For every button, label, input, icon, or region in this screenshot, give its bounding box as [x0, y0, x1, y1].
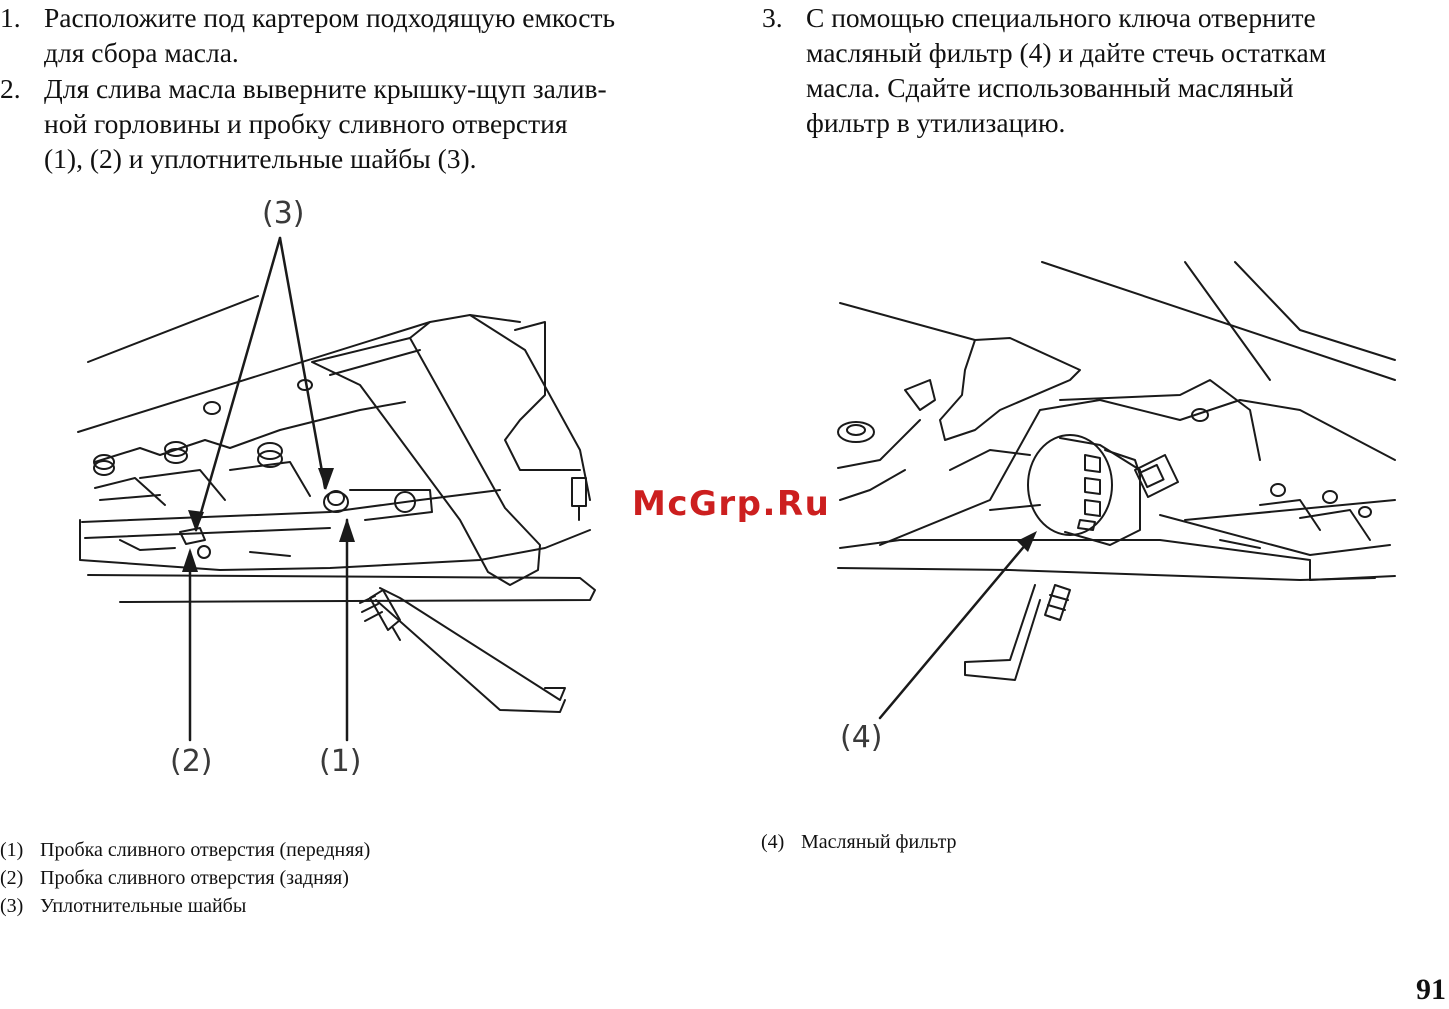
callout-2: (2) — [170, 744, 213, 779]
caption-number: (3) — [0, 895, 24, 917]
caption-1: (1) Пробка сливного отверстия (передняя) — [0, 836, 370, 864]
callout-1: (1) — [319, 744, 362, 779]
step-line: масла. Сдайте использованный масляный — [806, 72, 1294, 103]
step-line: фильтр в утилизацию. — [806, 107, 1066, 138]
caption-text: Пробка сливного отверстия (передняя) — [40, 839, 371, 861]
step-line: ной горловины и пробку сливного отверсти… — [44, 108, 568, 139]
caption-number: (1) — [0, 839, 24, 861]
caption-text: Масляный фильтр — [801, 831, 957, 853]
step-line: масляный фильтр (4) и дайте стечь остатк… — [806, 37, 1327, 68]
step-line: для сбора масла. — [44, 37, 239, 68]
step-line: С помощью специального ключа отверните — [806, 2, 1316, 33]
step-text: Для слива масла выверните крышку-щуп зал… — [44, 71, 607, 176]
step-line: Расположите под картером подходящую емко… — [44, 2, 616, 33]
step-line: (1), (2) и уплотнительные шайбы (3). — [44, 143, 477, 174]
oil-filter-illustration — [800, 250, 1449, 770]
caption-2: (2) Пробка сливного отверстия (задняя) — [0, 864, 349, 892]
page-number: 91 — [1416, 973, 1446, 1006]
step-number: 2. — [0, 73, 21, 104]
caption-number: (4) — [761, 831, 785, 853]
step-text: С помощью специального ключа отверните м… — [806, 0, 1326, 140]
watermark: McGrp.Ru — [632, 484, 831, 524]
step-number: 1. — [0, 2, 21, 33]
step-text: Расположите под картером подходящую емко… — [44, 0, 615, 70]
caption-text: Уплотнительные шайбы — [40, 895, 247, 917]
drain-plugs-illustration — [0, 190, 720, 810]
caption-3: (3) Уплотнительные шайбы — [0, 892, 246, 920]
callout-4: (4) — [840, 720, 883, 755]
caption-text: Пробка сливного отверстия (задняя) — [40, 867, 349, 889]
step-number: 3. — [762, 2, 783, 33]
caption-number: (2) — [0, 867, 24, 889]
callout-3: (3) — [262, 196, 305, 231]
caption-4: (4) Масляный фильтр — [761, 828, 957, 856]
step-line: Для слива масла выверните крышку-щуп зал… — [44, 73, 607, 104]
